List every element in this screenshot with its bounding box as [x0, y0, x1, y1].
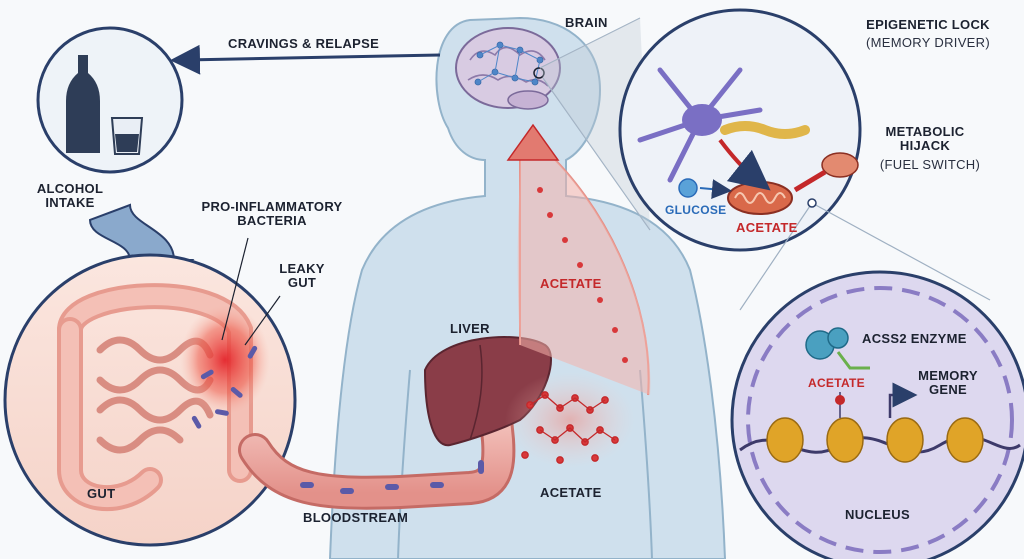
enzyme-icon — [805, 327, 870, 370]
leaky-gut-label: LEAKY GUT — [279, 261, 325, 291]
gene-arrow-icon — [888, 382, 918, 418]
alcohol-intake-label: ALCOHOL INTAKE — [36, 181, 104, 211]
alcohol-intake-circle — [36, 26, 184, 174]
nucleus-circle — [730, 270, 1024, 559]
neuron-icon — [637, 67, 763, 183]
nucleus-label: NUCLEUS — [845, 507, 910, 522]
zoom-line-nucleus — [739, 202, 991, 311]
histone-icon — [766, 417, 984, 463]
glass-icon — [110, 117, 144, 155]
metabolic-hijack-subtitle: (FUEL SWITCH) — [879, 157, 981, 172]
brain-icon — [455, 27, 561, 110]
zoom-line-lower — [542, 77, 651, 231]
acetate-liver-label: ACETATE — [540, 485, 602, 500]
epigenetic-lock-subtitle: (MEMORY DRIVER) — [866, 35, 990, 50]
bloodstream-label: BLOODSTREAM — [303, 510, 409, 525]
zoom-line-upper — [539, 17, 641, 69]
brain-label: BRAIN — [565, 15, 608, 30]
liver-label: LIVER — [450, 321, 490, 336]
glucose-icon — [678, 178, 698, 198]
bottle-icon — [66, 55, 100, 153]
metabolic-hijack-title: METABOLIC HIJACK — [885, 124, 965, 154]
pro-inflammatory-bacteria-label: PRO-INFLAMMATORY BACTERIA — [201, 199, 343, 229]
acetate-nucleus-label: ACETATE — [808, 376, 865, 390]
cravings-arrow — [170, 44, 441, 75]
gut-circle — [3, 253, 297, 547]
acetate-pathway-label: ACETATE — [540, 276, 602, 291]
epigenetic-lock-title: EPIGENETIC LOCK — [866, 17, 990, 32]
pointer-leaky-gut — [244, 295, 281, 346]
acetate-molecule-cloud — [505, 372, 635, 468]
pointer-bacteria — [221, 237, 249, 341]
acetate-pathway — [506, 123, 651, 396]
zoom-point — [807, 198, 817, 208]
gut-label: GUT — [87, 486, 116, 501]
neuron-zoom-circle — [618, 8, 862, 252]
glucose-label: GLUCOSE — [665, 203, 727, 217]
zoom-wedge — [540, 18, 650, 230]
cravings-relapse-label: CRAVINGS & RELAPSE — [228, 36, 380, 51]
acetate-neuron-label: ACETATE — [736, 220, 798, 235]
bloodstream-vessel — [238, 403, 516, 510]
acss2-enzyme-label: ACSS2 ENZYME — [862, 331, 967, 346]
memory-gene-label: MEMORY GENE — [918, 368, 978, 398]
